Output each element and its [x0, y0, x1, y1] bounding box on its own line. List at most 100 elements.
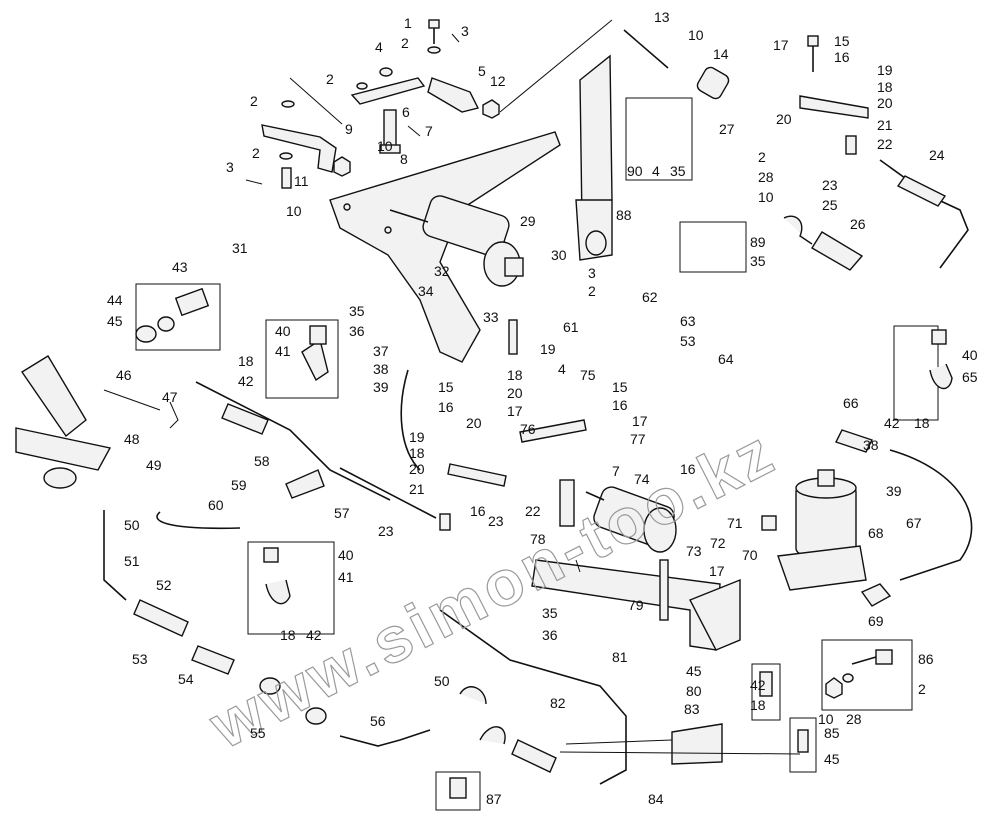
part-callout-c35b: 35 — [750, 253, 766, 269]
part-callout-c48: 48 — [124, 431, 140, 447]
part-callout-c40a: 40 — [275, 323, 291, 339]
part-callout-c86: 86 — [918, 651, 934, 667]
part-callout-c21b: 21 — [409, 481, 425, 497]
part-callout-c61: 61 — [563, 319, 579, 335]
part-callout-c10a: 10 — [688, 27, 704, 43]
part-callout-c2e: 2 — [758, 149, 766, 165]
part-callout-c39a: 39 — [373, 379, 389, 395]
cylinder-74 — [585, 486, 677, 553]
part-callout-c16d: 16 — [680, 461, 696, 477]
part-callout-c22b: 22 — [525, 503, 541, 519]
part-callout-c20b: 20 — [776, 111, 792, 127]
part-callout-c7a: 7 — [425, 123, 433, 139]
top-left-linkage — [245, 19, 613, 189]
part-callout-c34: 34 — [418, 283, 434, 299]
part-callout-c29: 29 — [520, 213, 536, 229]
part-callout-c35c: 35 — [349, 303, 365, 319]
part-callout-c18e: 18 — [409, 445, 425, 461]
part-callout-c19c: 19 — [409, 429, 425, 445]
part-callout-c24: 24 — [929, 147, 945, 163]
part-callout-c2a: 2 — [401, 35, 409, 51]
part-callout-c2b: 2 — [326, 71, 334, 87]
part-callout-c65: 65 — [962, 369, 978, 385]
part-callout-c76: 76 — [520, 421, 536, 437]
part-callout-c81: 81 — [612, 649, 628, 665]
part-callout-c17b: 17 — [507, 403, 523, 419]
part-callout-c68: 68 — [868, 525, 884, 541]
part-callout-c66: 66 — [843, 395, 859, 411]
part-callout-c83: 83 — [684, 701, 700, 717]
part-callout-c3a: 3 — [461, 23, 469, 39]
part-callout-c64: 64 — [718, 351, 734, 367]
part-callout-c70: 70 — [742, 547, 758, 563]
part-callout-c13: 13 — [654, 9, 670, 25]
bracket-81 — [531, 559, 741, 651]
part-callout-c2g: 2 — [918, 681, 926, 697]
part-callout-c79: 79 — [628, 597, 644, 613]
part-callout-c3c: 3 — [588, 265, 596, 281]
part-callout-c23a: 23 — [822, 177, 838, 193]
part-callout-c53a: 53 — [680, 333, 696, 349]
part-callout-c88: 88 — [616, 207, 632, 223]
part-callout-c18f: 18 — [280, 627, 296, 643]
part-callout-c21a: 21 — [877, 117, 893, 133]
part-callout-c45a: 45 — [107, 313, 123, 329]
part-callout-c23b: 23 — [488, 513, 504, 529]
part-callout-c28b: 28 — [846, 711, 862, 727]
part-callout-c77: 77 — [630, 431, 646, 447]
lower-left-pipes — [103, 510, 487, 811]
part-callout-c59: 59 — [231, 477, 247, 493]
bolts-86 — [821, 639, 913, 711]
part-callout-c35d: 35 — [542, 605, 558, 621]
part-callout-c75: 75 — [580, 367, 596, 383]
part-callout-c33: 33 — [483, 309, 499, 325]
part-callout-c10e: 10 — [818, 711, 834, 727]
part-callout-c2f: 2 — [588, 283, 596, 299]
part-callout-c17c: 17 — [632, 413, 648, 429]
part-callout-c47: 47 — [162, 389, 178, 405]
part-callout-c4c: 4 — [558, 361, 566, 377]
part-callout-c14: 14 — [713, 46, 729, 62]
part-callout-c80: 80 — [686, 683, 702, 699]
part-callout-c7b: 7 — [612, 463, 620, 479]
part-callout-c49: 49 — [146, 457, 162, 473]
part-callout-c10d: 10 — [758, 189, 774, 205]
part-callout-c22a: 22 — [877, 136, 893, 152]
part-callout-c56: 56 — [370, 713, 386, 729]
part-callout-c26: 26 — [850, 216, 866, 232]
part-callout-c2d: 2 — [252, 145, 260, 161]
part-callout-c1: 1 — [404, 15, 412, 31]
part-callout-c60: 60 — [208, 497, 224, 513]
part-callout-c16c: 16 — [612, 397, 628, 413]
part-callout-c42b: 42 — [884, 415, 900, 431]
part-callout-c15a: 15 — [834, 33, 850, 49]
part-callout-c11: 11 — [294, 173, 309, 189]
part-callout-c63: 63 — [680, 313, 696, 329]
part-callout-c62: 62 — [642, 289, 658, 305]
part-callout-c85: 85 — [824, 725, 840, 741]
part-callout-c40c: 40 — [338, 547, 354, 563]
part-callout-c18d: 18 — [507, 367, 523, 383]
part-callout-c30: 30 — [551, 247, 567, 263]
reservoir-68 — [761, 429, 973, 607]
part-callout-c18a: 18 — [877, 79, 893, 95]
part-callout-c90: 90 — [627, 163, 643, 179]
part-callout-c72: 72 — [710, 535, 726, 551]
part-callout-c4b: 4 — [652, 163, 660, 179]
part-callout-c45c: 45 — [824, 751, 840, 767]
part-callout-c82: 82 — [550, 695, 566, 711]
part-callout-c87: 87 — [486, 791, 502, 807]
part-callout-c23c: 23 — [378, 523, 394, 539]
part-callout-c16e: 16 — [470, 503, 486, 519]
part-callout-c37: 37 — [373, 343, 389, 359]
part-callout-c16a: 16 — [834, 49, 850, 65]
part-callout-c20e: 20 — [409, 461, 425, 477]
part-callout-c32: 32 — [434, 263, 450, 279]
part-callout-c28a: 28 — [758, 169, 774, 185]
part-callout-c10b: 10 — [377, 138, 393, 154]
part-callout-c36a: 36 — [349, 323, 365, 339]
part-callout-c9: 9 — [345, 121, 353, 137]
part-callout-c12: 12 — [490, 73, 506, 89]
